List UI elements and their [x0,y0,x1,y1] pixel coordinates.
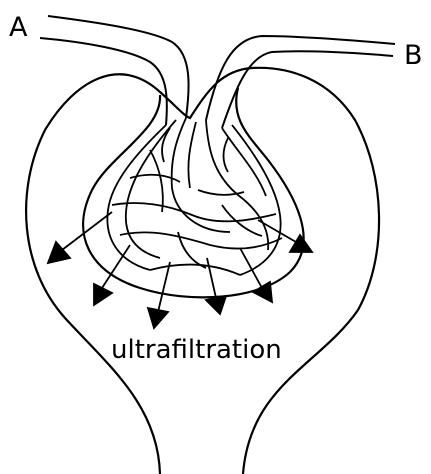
filtration-arrow-4 [207,258,216,298]
filtration-arrow-5-head [253,282,272,302]
filtration-arrow-5 [240,248,262,288]
label-ultrafiltration: ultrafiltration [111,335,282,365]
filtration-arrow-4-head [206,296,226,314]
filtration-arrow-3 [158,262,170,312]
label-efferent: B [404,40,423,71]
efferent-arteriole-wall-top [206,36,395,120]
label-afferent: A [9,12,28,43]
ultrafiltration-arrows [48,212,312,328]
efferent-arteriole-wall-bottom [222,51,393,128]
filtration-arrow-1-head [48,242,70,263]
bowmans-capsule-outer-wall [26,68,379,474]
filtration-arrow-3-head [148,308,168,328]
filtration-arrow-6 [258,220,296,242]
filtration-arrow-6-head [290,235,312,252]
